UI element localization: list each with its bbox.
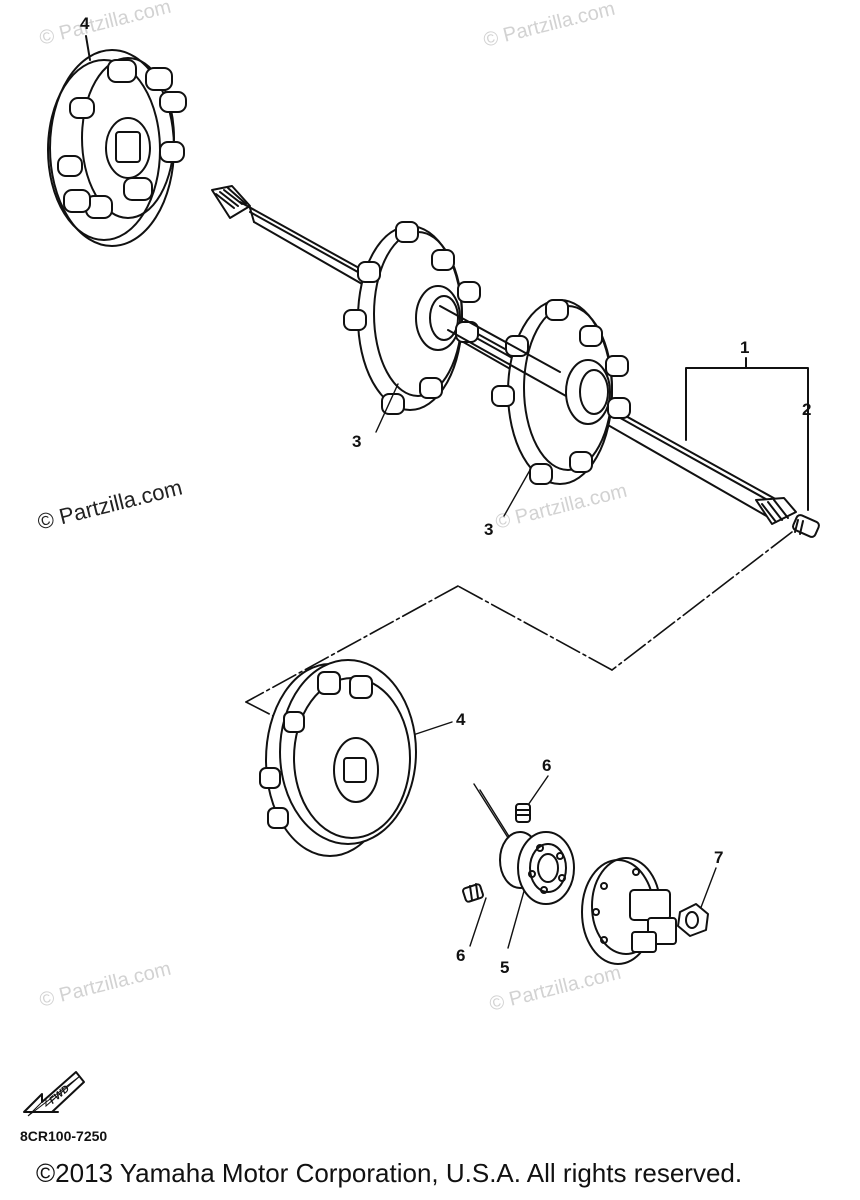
callout-6-bottom: 6: [456, 946, 466, 965]
drive-shaft: [211, 185, 797, 525]
bearing-part-5: [499, 831, 575, 905]
callout-2: 2: [802, 400, 812, 419]
copyright-notice: ©2013 Yamaha Motor Corporation, U.S.A. A…: [36, 1158, 743, 1188]
diagram-part-code: 8CR100-7250: [20, 1128, 108, 1144]
callout-bracket-1: [685, 357, 809, 511]
callout-4-bottom: 4: [456, 710, 466, 729]
callout-7: 7: [714, 848, 724, 867]
fwd-arrow-icon: FWD: [23, 1071, 85, 1117]
sprocket-3-left: [343, 221, 481, 415]
callout-3-right: 3: [484, 520, 494, 539]
callout-5: 5: [500, 958, 510, 977]
callout-3-left: 3: [352, 432, 362, 451]
flange-hub: [581, 857, 677, 965]
nut-part-7: [677, 903, 709, 937]
plug-part-2: [792, 514, 820, 538]
set-screw-left: [462, 883, 484, 903]
callout-1: 1: [740, 338, 750, 357]
sprocket-wheel-bottom: [259, 659, 417, 857]
callout-4-top: 4: [80, 14, 90, 33]
callout-6-top: 6: [542, 756, 552, 775]
sprocket-3-right: [491, 299, 631, 485]
set-screw-top: [515, 803, 531, 823]
leader-lines: [375, 383, 717, 949]
sprocket-wheel-top: [47, 35, 187, 247]
